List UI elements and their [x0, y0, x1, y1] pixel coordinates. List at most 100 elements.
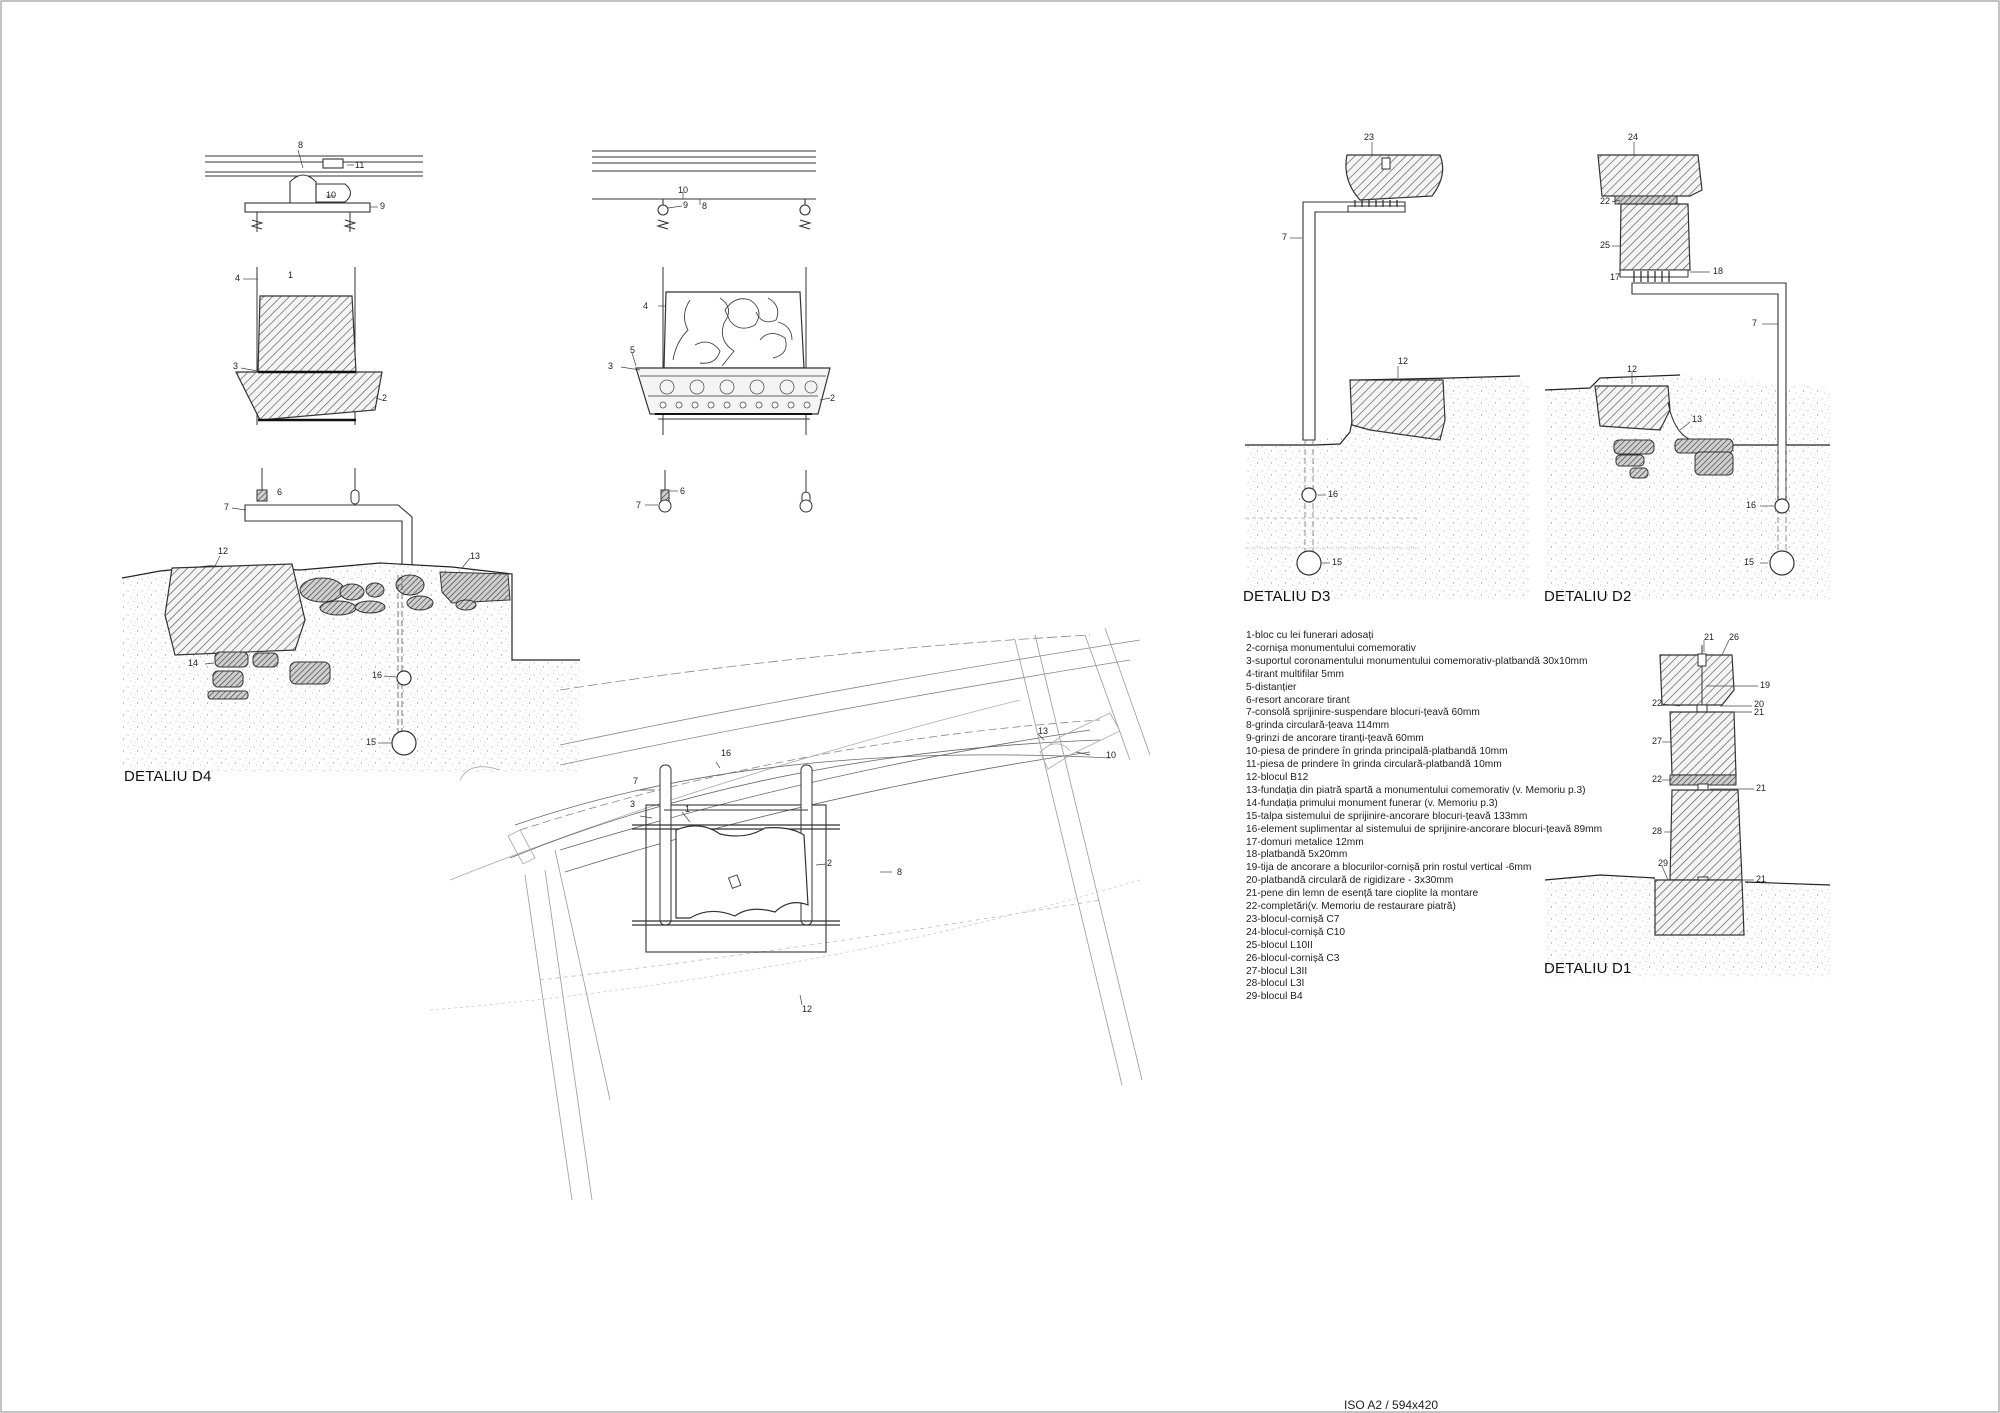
d4-circular-beam	[205, 155, 423, 177]
legend-item: 11-piesa de prindere în grinda circulară…	[1246, 759, 1502, 771]
callout-number: 21	[1756, 783, 1767, 793]
legend-item: 12-blocul B12	[1246, 771, 1309, 783]
callout-number: 4	[235, 273, 241, 283]
callout-number: 10	[326, 190, 337, 200]
callout-number: 17	[1610, 272, 1621, 282]
d4-support-element-16	[396, 670, 412, 686]
callout-number: 15	[366, 737, 377, 747]
callout-number: 12	[1627, 364, 1638, 374]
d4-first-monument-foundation	[207, 651, 331, 700]
d4-funerary-block-elevation	[235, 267, 383, 425]
legend-item: 8-grinda circulară-țeava 114mm	[1246, 720, 1390, 732]
legend-item: 9-grinzi de ancorare tiranți-țeavă 60mm	[1246, 733, 1424, 745]
callout-number: 2	[382, 393, 388, 403]
callout-number: 2	[830, 393, 836, 403]
detail-d4-title: DETALIU D4	[124, 768, 212, 785]
callout-number: 11	[355, 160, 365, 170]
legend-item: 4-tirant multifilar 5mm	[1246, 668, 1344, 680]
callout-number: 20	[1754, 699, 1765, 709]
legend-item: 28-blocul L3I	[1246, 978, 1305, 990]
d1-cornice-c3	[1659, 654, 1735, 706]
d2-support-base-15	[1769, 550, 1795, 576]
callout-number: 26	[1729, 632, 1740, 642]
d3-support-element-16	[1301, 487, 1317, 503]
callout-number: 7	[1752, 318, 1758, 328]
callout-number: 19	[1760, 680, 1771, 690]
legend-item: 10-piesa de prindere în grinda principal…	[1246, 746, 1508, 758]
callout-number: 10	[1106, 750, 1117, 760]
callout-number: 21	[1756, 874, 1767, 884]
callout-number: 13	[470, 551, 481, 561]
callout-number: 24	[1628, 132, 1639, 142]
callout-number: 3	[233, 361, 239, 371]
callout-number: 8	[702, 201, 708, 211]
d1-block-b4	[1654, 879, 1745, 936]
d2-support-element-16	[1774, 498, 1790, 514]
callout-number: 22	[1652, 698, 1663, 708]
legend-item: 22-completări(v. Memoriu de restaurare p…	[1246, 901, 1456, 913]
callout-number: 18	[1713, 266, 1724, 276]
legend-item: 16-element suplimentar al sistemului de …	[1246, 823, 1603, 835]
callout-number: 27	[1652, 736, 1663, 746]
callout-number: 16	[721, 748, 732, 758]
d4-stone-foundation	[299, 571, 511, 616]
detail-d3	[1245, 142, 1530, 600]
callout-number: 22	[1600, 196, 1611, 206]
callout-number: 23	[1364, 132, 1375, 142]
callout-number: 10	[678, 185, 689, 195]
legend-item: 23-blocul-cornișă C7	[1246, 913, 1340, 925]
d3-cornice-c7	[1345, 154, 1444, 201]
legend-item: 17-domuri metalice 12mm	[1246, 836, 1364, 848]
center-lion-block	[663, 291, 805, 369]
d4-anchor-springs	[256, 468, 360, 505]
callout-number: 7	[1282, 232, 1288, 242]
callout-number: 13	[1692, 414, 1703, 424]
d1-block-l3i	[1669, 789, 1743, 881]
callout-number: 14	[188, 658, 199, 668]
callout-number: 6	[680, 486, 686, 496]
callout-number: 1	[288, 270, 294, 280]
callout-number: 3	[630, 799, 636, 809]
legend-item: 29-blocul B4	[1246, 991, 1303, 1003]
callout-number: 7	[633, 776, 639, 786]
sheet-format-label: ISO A2 / 594x420	[1344, 1398, 1439, 1412]
callout-number: 29	[1658, 858, 1669, 868]
callout-number: 6	[277, 487, 283, 497]
legend-item: 21-pene din lemn de esență tare cioplite…	[1246, 888, 1479, 900]
callout-number: 16	[1328, 489, 1339, 499]
callout-number: 8	[897, 867, 903, 877]
callout-number: 7	[224, 502, 230, 512]
callout-number: 4	[643, 301, 649, 311]
legend-item: 7-consolă sprijinire-suspendare blocuri-…	[1246, 707, 1480, 719]
plan-view	[429, 627, 1151, 1201]
legend-item: 19-tija de ancorare a blocurilor-cornișă…	[1246, 862, 1532, 874]
callout-number: 16	[1746, 500, 1757, 510]
legend-item: 14-fundația primului monument funerar (v…	[1246, 797, 1498, 809]
callout-number: 7	[636, 500, 642, 510]
legend-item: 15-talpa sistemului de sprijinire-ancora…	[1246, 810, 1528, 822]
legend-item: 24-blocul-cornișă C10	[1246, 926, 1346, 938]
d2-block-b12	[1594, 385, 1671, 431]
legend-item: 3-suportul coronamentului monumentului c…	[1246, 655, 1588, 667]
plan-lion-block	[675, 825, 809, 919]
callout-number: 12	[802, 1004, 813, 1014]
legend-item: 20-platbandă circulară de rigidizare - 3…	[1246, 875, 1454, 887]
callout-number: 21	[1704, 632, 1715, 642]
callout-number: 2	[827, 858, 833, 868]
legend-item: 18-platbandă 5x20mm	[1246, 849, 1348, 861]
legend-item: 25-blocul L10II	[1246, 939, 1313, 951]
callout-number: 9	[380, 201, 386, 211]
d4-clamp	[244, 158, 371, 213]
d4-support-base-15	[391, 730, 417, 756]
d3-support-base-15	[1296, 550, 1322, 576]
detail-center-elevation	[592, 150, 831, 513]
callout-number: 28	[1652, 826, 1663, 836]
legend-item: 13-fundația din piatră spartă a monument…	[1246, 784, 1586, 796]
callout-number: 21	[1754, 707, 1765, 717]
detail-d2	[1544, 142, 1830, 600]
center-cornice	[635, 367, 831, 420]
callout-number: 12	[218, 546, 229, 556]
d2-stone-foundation	[1613, 438, 1734, 479]
detail-d3-title: DETALIU D3	[1243, 588, 1331, 605]
callout-number: 1	[685, 804, 691, 814]
